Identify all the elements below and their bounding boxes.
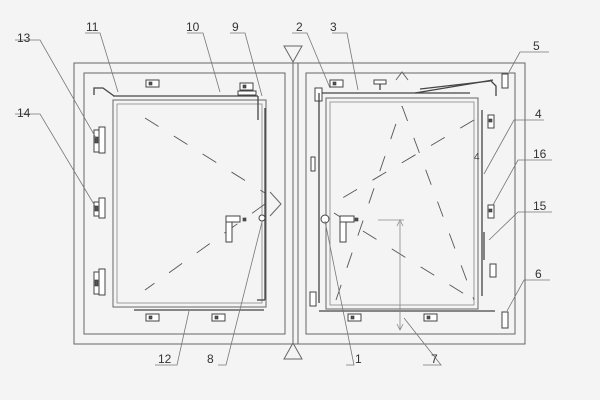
right-bottom-hardware: [319, 219, 495, 331]
label-13: 13: [17, 31, 31, 45]
label-3: 3: [330, 20, 337, 34]
right-sash: [305, 72, 516, 335]
right-opening-lines: [333, 71, 475, 301]
label-4: 4: [535, 107, 542, 121]
leader-lines: [15, 32, 552, 366]
left-bottom-hardware: [134, 309, 264, 322]
left-sash: [83, 72, 286, 335]
label-11: 11: [86, 20, 99, 34]
label-16: 16: [533, 147, 547, 161]
outer-frame: [73, 62, 526, 345]
right-hinge-side-hardware: [309, 93, 359, 307]
left-opening-lines: [144, 117, 282, 291]
label-12: 12: [158, 352, 172, 366]
label-14: 14: [17, 106, 31, 120]
right-top-hardware: [314, 73, 509, 102]
label-7: 7: [431, 352, 438, 366]
left-top-hardware: [93, 79, 259, 120]
label-9: 9: [232, 20, 239, 34]
callout-labels: 13 14 11 10 9 2 3 5 4 16 15 6 12 8 1 7: [17, 20, 547, 366]
label-15: 15: [533, 199, 547, 213]
left-lock-hardware: [225, 108, 266, 301]
right-lock-side-hardware: [481, 110, 509, 329]
mullion-triangles: [283, 45, 303, 360]
label-2: 2: [296, 20, 303, 34]
label-1: 1: [355, 352, 362, 366]
label-10: 10: [186, 20, 200, 34]
left-hinges: [93, 126, 106, 296]
label-5: 5: [533, 39, 540, 53]
label-8: 8: [207, 352, 214, 366]
label-6: 6: [535, 267, 542, 281]
inline-mark-4: 4: [474, 152, 480, 163]
